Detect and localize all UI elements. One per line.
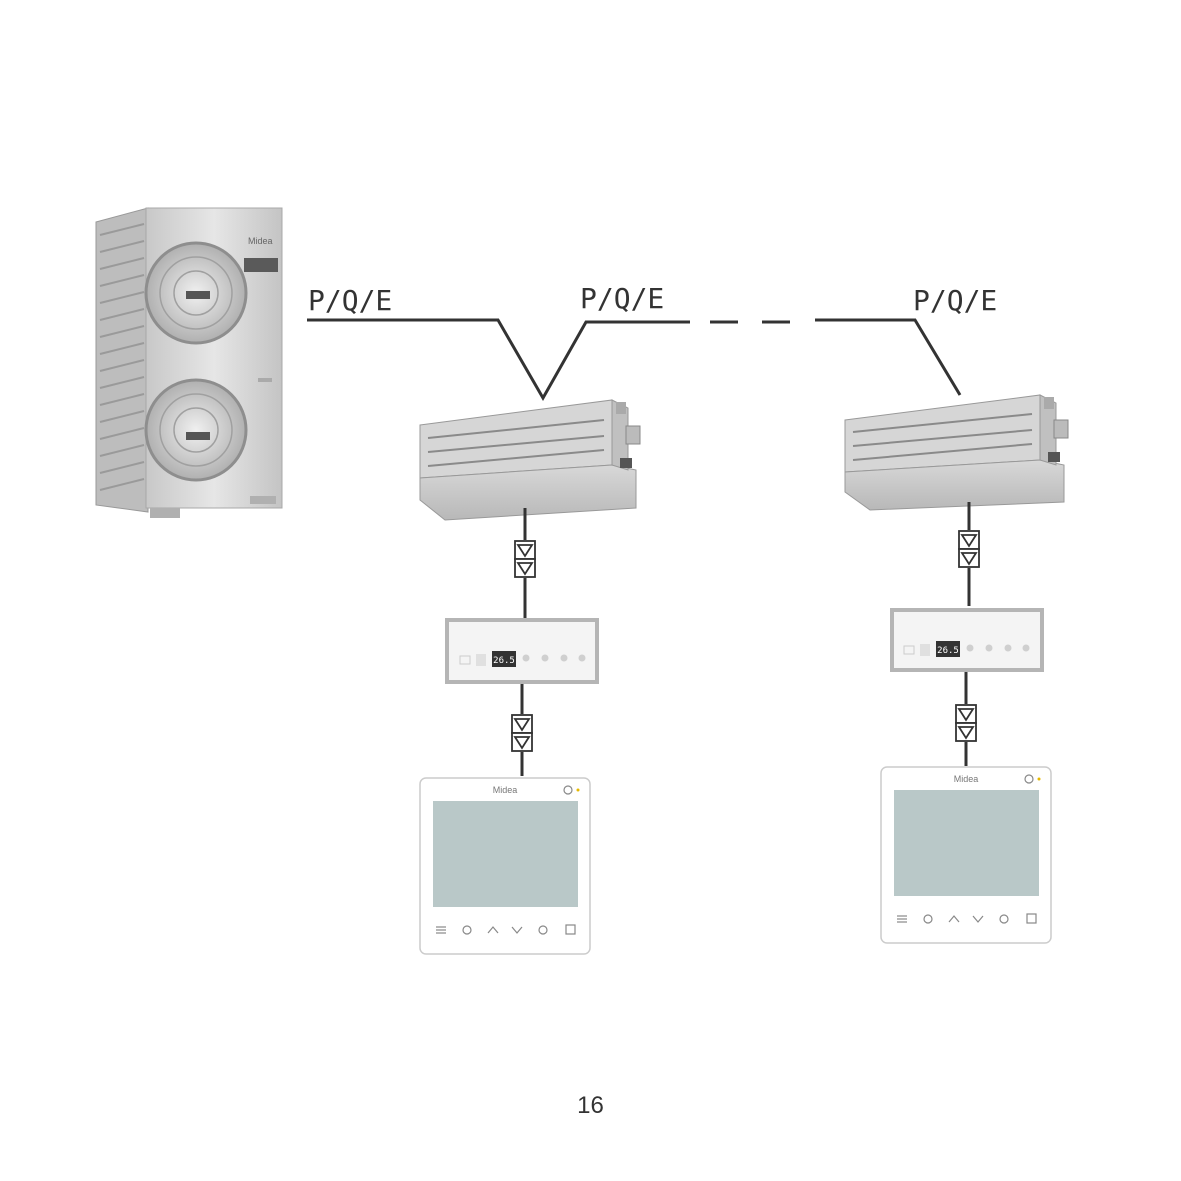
controller-screen <box>433 801 578 907</box>
indoor-duct-unit-2 <box>844 394 1069 511</box>
controller-screen <box>894 790 1039 896</box>
page-number: 16 <box>577 1092 604 1119</box>
receiver-panel-2: 26.5 <box>890 608 1044 672</box>
outdoor-unit: Midea <box>95 207 283 518</box>
receiver-display-2: 26.5 <box>937 646 959 656</box>
receiver-panel-1: 26.5 <box>445 618 599 684</box>
connector-icon <box>511 714 533 752</box>
controller-buttons <box>436 924 576 935</box>
bus-label-1: P/Q/E <box>308 284 392 317</box>
outdoor-badge <box>244 258 278 272</box>
bus-label-3: P/Q/E <box>913 284 997 317</box>
wired-controller-2: Midea <box>880 766 1052 944</box>
bus-label-2: P/Q/E <box>580 282 664 315</box>
power-icon <box>563 785 573 795</box>
bus-wiring <box>307 318 962 402</box>
controller-buttons <box>897 913 1037 924</box>
branch-2-wiring <box>964 502 971 766</box>
receiver-display-1: 26.5 <box>493 656 515 666</box>
power-icon <box>1024 774 1034 784</box>
connector-icon <box>514 540 536 578</box>
connector-icon <box>958 530 980 568</box>
wired-controller-1: Midea <box>419 777 591 955</box>
controller-brand-logo: Midea <box>954 774 979 784</box>
indoor-duct-unit-1 <box>419 399 641 521</box>
branch-1-wiring <box>520 508 527 776</box>
connector-icon <box>955 704 977 742</box>
controller-brand-logo: Midea <box>493 785 518 795</box>
fan-bottom-icon <box>144 378 248 482</box>
outdoor-brand-logo: Midea <box>248 236 273 246</box>
